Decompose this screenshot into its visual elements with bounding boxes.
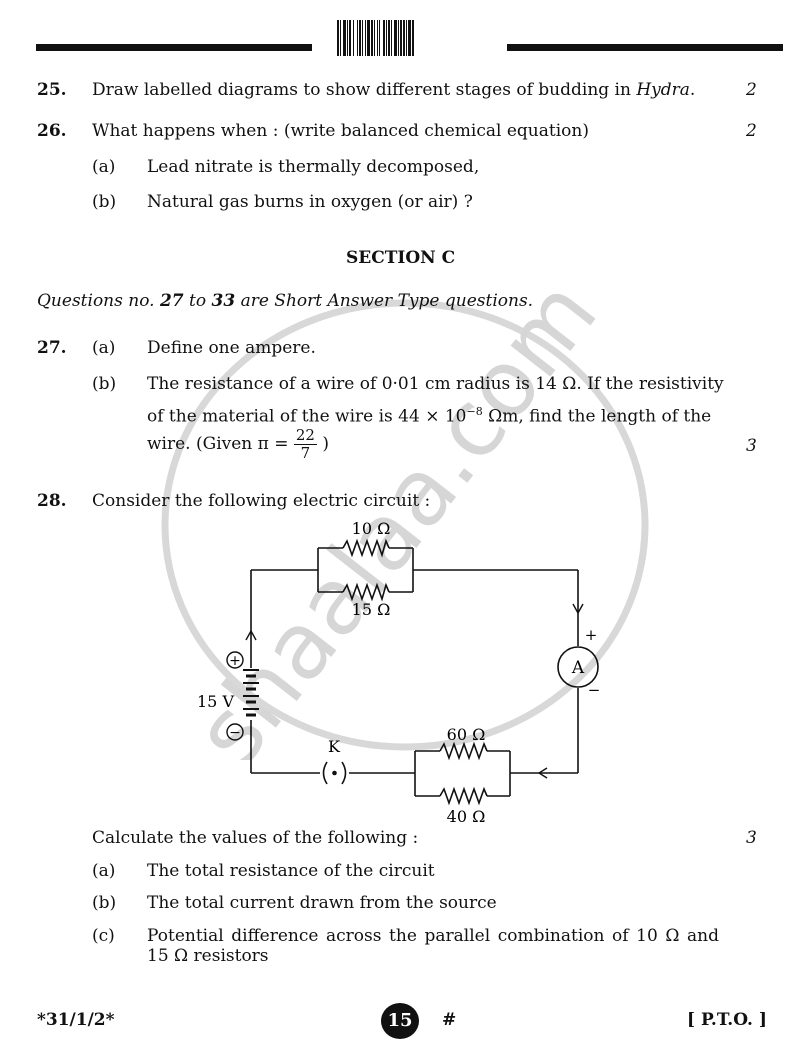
- barcode-bar: [337, 20, 339, 56]
- barcode-bar: [403, 20, 405, 56]
- resistor-40-ohm: [439, 786, 488, 806]
- key-dot: [332, 770, 337, 776]
- q27-b-line1: The resistance of a wire of 0·01 cm radi…: [147, 374, 724, 394]
- fraction-numerator: 22: [293, 426, 317, 445]
- header-rule-left: [36, 44, 312, 51]
- barcode-bar: [362, 20, 363, 56]
- barcode-bar: [398, 20, 399, 56]
- barcode-bar: [412, 20, 414, 56]
- barcode-bar: [400, 20, 402, 56]
- barcode-bar: [357, 20, 358, 56]
- footer-hash: #: [442, 1010, 457, 1030]
- q25-text-before: Draw labelled diagrams to show different…: [92, 80, 637, 100]
- instr-part-5: are Short Answer Type questions.: [235, 291, 534, 311]
- barcode-bar: [349, 20, 351, 56]
- footer-code: *31/1/2*: [37, 1010, 115, 1030]
- q27-a-label: (a): [92, 338, 116, 358]
- footer-pto: [ P.T.O. ]: [687, 1010, 767, 1030]
- watermark: shaalaa.com: [161, 290, 649, 760]
- q27-b-line2: of the material of the wire is 44 × 10−8…: [147, 402, 711, 427]
- barcode-bar: [388, 20, 390, 56]
- q25-text-after: .: [689, 80, 696, 100]
- question-number-26: 26.: [37, 121, 67, 141]
- section-title: SECTION C: [346, 248, 456, 268]
- header-rule-right: [507, 44, 783, 51]
- instr-part-4: 33: [211, 291, 236, 311]
- barcode-bar: [377, 20, 378, 56]
- q27-line2-pre: of the material of the wire is 44 × 10: [147, 406, 467, 427]
- barcode-bar: [374, 20, 375, 56]
- q27-exponent: −8: [466, 405, 483, 418]
- question-number-25: 25.: [37, 80, 67, 100]
- instr-part-2: 27: [159, 291, 184, 311]
- fraction-denominator: 7: [300, 444, 311, 462]
- marks-27: 3: [746, 436, 757, 456]
- instr-part-3: to: [183, 291, 212, 311]
- barcode-bar: [408, 20, 411, 56]
- arrow-left-bottom: [537, 767, 548, 779]
- question-26-text: What happens when : (write balanced chem…: [92, 121, 589, 141]
- marks-28: 3: [746, 828, 757, 848]
- barcode-bar: [359, 20, 361, 56]
- q28-b-label: (b): [92, 893, 117, 913]
- barcode-bar: [379, 20, 380, 56]
- question-28-text: Consider the following electric circuit …: [92, 491, 431, 511]
- q28-c-label: (c): [92, 926, 115, 946]
- q27-a-text: Define one ampere.: [147, 338, 316, 358]
- barcode-bar: [391, 20, 392, 56]
- barcode-bar: [371, 20, 373, 56]
- section-instructions: Questions no. 27 to 33 are Short Answer …: [37, 291, 533, 311]
- q28-a-text: The total resistance of the circuit: [147, 861, 435, 881]
- key: [322, 761, 347, 785]
- barcode-bar: [367, 20, 370, 56]
- barcode-bar: [347, 20, 348, 56]
- q26-a-text: Lead nitrate is thermally decomposed,: [147, 157, 480, 177]
- q28-c-line1: Potential difference across the parallel…: [147, 926, 719, 946]
- q28-a-label: (a): [92, 861, 116, 881]
- question-25-text: Draw labelled diagrams to show different…: [92, 80, 695, 100]
- barcode-bar: [383, 20, 385, 56]
- marks-25: 2: [746, 80, 757, 100]
- barcode-bar: [386, 20, 387, 56]
- barcode-bar: [353, 20, 354, 56]
- q26-a-label: (a): [92, 157, 116, 177]
- q27-line3-post: ): [316, 434, 330, 454]
- barcode-bar: [365, 20, 366, 56]
- barcode-bar: [340, 20, 341, 56]
- barcode: [337, 20, 414, 56]
- q28-calc-text: Calculate the values of the following :: [92, 828, 419, 848]
- q25-italic: Hydra: [636, 80, 690, 100]
- barcode-bar: [394, 20, 397, 56]
- q28-c-line2: 15 Ω resistors: [147, 946, 269, 966]
- q27-b-label: (b): [92, 374, 117, 394]
- q26-b-label: (b): [92, 192, 117, 212]
- label-40-ohm: 40 Ω: [447, 807, 486, 826]
- page-number: 15: [381, 1003, 419, 1039]
- marks-26: 2: [746, 121, 757, 141]
- question-number-28: 28.: [37, 491, 67, 511]
- instr-part-1: Questions no.: [37, 291, 160, 311]
- q27-line2-post: Ωm, find the length of the: [482, 406, 712, 427]
- q28-b-text: The total current drawn from the source: [147, 893, 497, 913]
- barcode-bar: [343, 20, 346, 56]
- question-number-27: 27.: [37, 338, 67, 358]
- q27-line3-pre: wire. (Given π =: [147, 434, 294, 454]
- barcode-bar: [406, 20, 407, 56]
- q26-b-text: Natural gas burns in oxygen (or air) ?: [147, 192, 473, 212]
